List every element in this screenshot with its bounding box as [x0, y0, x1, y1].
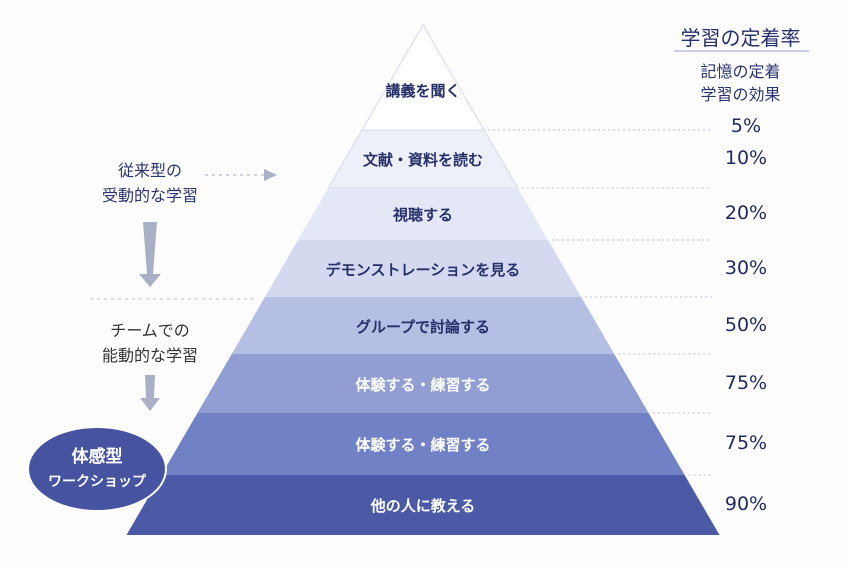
retention-percent: 30%: [724, 256, 768, 279]
arrow-down-icon: [140, 375, 160, 411]
level-label: 視聴する: [392, 206, 453, 224]
header-underline: [674, 50, 809, 52]
retention-percent: 90%: [724, 493, 768, 515]
level-label: デモンストレーションを見る: [325, 260, 521, 279]
pyramid-level-4: [264, 240, 582, 297]
header-title: 学習の定着率: [680, 26, 801, 50]
level-label: 他の人に教える: [370, 497, 476, 515]
header-subtitle-1: 記憶の定着: [700, 62, 781, 81]
level-label: グループで討論する: [355, 317, 491, 336]
pyramid-level-7: [161, 413, 685, 475]
pyramid-level-5: [231, 297, 615, 354]
level-label: 講義を聞く: [385, 81, 461, 100]
active-line-1: チームでの: [110, 321, 190, 340]
header-subtitle-2: 学習の効果: [700, 85, 781, 104]
active-line-2: 能動的な学習: [101, 346, 198, 365]
retention-percent: 75%: [724, 432, 768, 454]
passive-learning-label: 従来型の 受動的な学習: [70, 158, 230, 208]
retention-percent: 5%: [730, 115, 762, 137]
retention-percent: 10%: [724, 147, 768, 169]
workshop-badge: 体感型 ワークショップ: [29, 428, 165, 510]
pyramid-level-3: [298, 188, 548, 240]
pyramid-level-6: [197, 354, 649, 413]
level-label: 体験する・練習する: [355, 436, 491, 454]
passive-line-2: 受動的な学習: [101, 186, 198, 205]
arrow-right-icon: [264, 169, 277, 181]
badge-line-2: ワークショップ: [48, 474, 146, 490]
retention-percent: 50%: [724, 313, 768, 336]
passive-line-1: 従来型の: [117, 161, 182, 180]
retention-percent: 20%: [724, 202, 768, 224]
pyramid-level-1: [361, 24, 485, 131]
arrow-down-icon: [139, 222, 161, 287]
level-label: 体験する・練習する: [355, 375, 491, 394]
retention-percent: 75%: [724, 371, 768, 394]
badge-line-1: 体感型: [71, 447, 123, 467]
level-label: 文献・資料を読む: [362, 151, 483, 169]
active-learning-label: チームでの 能動的な学習: [70, 318, 230, 368]
pyramid-level-8: [126, 475, 720, 535]
